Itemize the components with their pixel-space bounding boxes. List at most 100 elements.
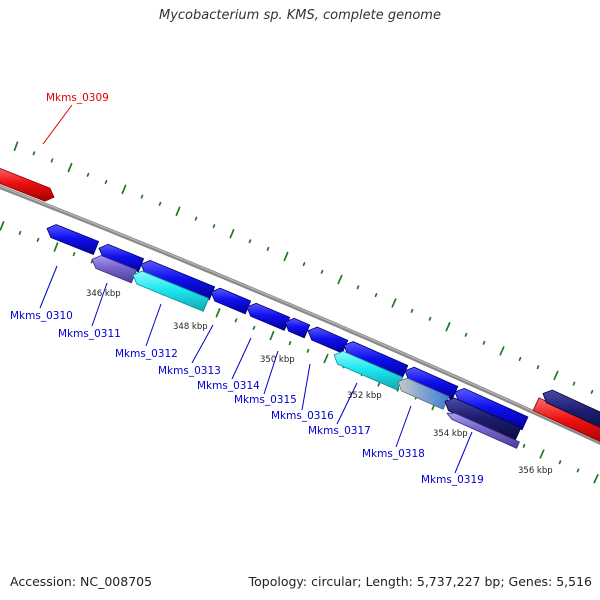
leader-line [263, 350, 279, 395]
scale-label: 352 kbp [347, 391, 382, 401]
tick-mark-inner [539, 449, 545, 459]
label-leader-lines [39, 104, 473, 474]
tick-mark-outer [140, 194, 144, 199]
gene-arrow-navy-edge [542, 389, 600, 428]
leader-line [395, 405, 412, 448]
scale-label: 354 kbp [433, 429, 468, 439]
tick-mark-outer [590, 389, 594, 394]
map-title: Mycobacterium sp. KMS, complete genome [159, 8, 441, 23]
leader-line [191, 324, 214, 364]
tick-mark-inner [215, 308, 221, 318]
gene-label: Mkms_0309 [46, 92, 109, 104]
gene-arrow-mkms-0309 [0, 168, 55, 202]
leader-line [231, 337, 252, 380]
leader-line [42, 104, 73, 145]
gene-features [0, 168, 600, 449]
tick-mark-outer [175, 206, 181, 217]
gene-label: Mkms_0314 [197, 380, 260, 392]
tick-mark-inner [36, 237, 40, 242]
tick-mark-outer [482, 340, 486, 345]
tick-mark-inner [252, 325, 256, 330]
gene-arrow-forward-next [532, 397, 600, 442]
tick-mark-outer [374, 293, 378, 298]
tick-mark-inner [288, 341, 292, 346]
tick-mark-outer [536, 365, 540, 370]
tick-mark-outer [158, 201, 162, 206]
scale-label: 348 kbp [173, 322, 208, 332]
tick-mark-inner [18, 230, 22, 235]
tick-mark-inner [522, 443, 526, 448]
tick-mark-inner [576, 468, 580, 473]
gene-label: Mkms_0311 [58, 328, 121, 340]
tick-mark-outer [121, 184, 127, 195]
tick-mark-inner [0, 221, 5, 231]
gene-arrow-navy [444, 397, 522, 442]
backbone-highlight [0, 185, 600, 443]
gene-arrow-mkms-0314 [246, 302, 291, 331]
tick-mark-outer [337, 274, 343, 285]
gene-arrow-cyan-a [132, 270, 210, 312]
gene-label: Mkms_0316 [271, 410, 334, 422]
tick-mark-inner [396, 387, 400, 392]
gene-arrow-slate-b [446, 412, 520, 449]
gene-label: Mkms_0318 [362, 448, 425, 460]
tick-mark-outer [356, 285, 360, 290]
gene-arrow-mkms-0310 [46, 224, 100, 256]
tick-mark-inner [323, 353, 329, 364]
genome-summary-text: Topology: circular; Length: 5,737,227 bp… [248, 574, 592, 589]
tick-mark-outer [104, 179, 108, 185]
tick-mark-outer [445, 322, 451, 332]
tick-mark-outer [13, 141, 19, 152]
leader-line [145, 303, 162, 347]
tick-mark-outer [302, 262, 306, 267]
gene-arrow-mkms-0316 [307, 326, 349, 354]
gene-label: Mkms_0313 [158, 365, 221, 377]
tick-mark-outer [248, 239, 252, 244]
genome-backbone [0, 184, 600, 445]
tick-mark-outer [518, 356, 522, 362]
tick-mark-outer [553, 370, 559, 381]
tick-mark-outer [499, 346, 505, 356]
gene-label: Mkms_0315 [234, 394, 297, 406]
leader-line [301, 363, 311, 411]
tick-mark-outer [86, 172, 90, 177]
tick-mark-inner [234, 318, 238, 323]
tick-mark-outer [464, 332, 468, 337]
scale-labels: 346 kbp 348 kbp 350 kbp 352 kbp 354 kbp 356 k… [86, 289, 553, 476]
gene-labels: Mkms_0309Mkms_0310Mkms_0311Mkms_0312Mkms… [10, 92, 484, 486]
gene-arrow-mkms-0313 [210, 287, 252, 315]
tick-mark-outer [32, 151, 36, 156]
tick-mark-outer [410, 308, 414, 313]
leader-line [39, 265, 58, 309]
gene-label: Mkms_0310 [10, 310, 73, 322]
scale-label: 356 kbp [518, 466, 553, 476]
leader-line [336, 382, 358, 425]
tick-mark-inner [593, 474, 599, 484]
leader-line [454, 431, 473, 474]
gene-label: Mkms_0317 [308, 425, 371, 437]
leader-line [91, 282, 108, 327]
tick-mark-outer [67, 162, 73, 173]
tick-mark-outer [194, 216, 198, 221]
tick-mark-outer [572, 381, 576, 386]
tick-mark-outer [50, 158, 54, 163]
tick-mark-inner [558, 460, 562, 465]
backbone-line [0, 184, 600, 445]
tick-mark-outer [283, 251, 289, 262]
tick-mark-inner [269, 330, 275, 341]
gene-label: Mkms_0312 [115, 348, 178, 360]
tick-mark-outer [212, 224, 216, 229]
tick-mark-inner [53, 242, 59, 252]
gene-label: Mkms_0319 [421, 474, 484, 486]
scale-label: 346 kbp [86, 289, 121, 299]
gene-arrow-mkms-0315 [284, 317, 311, 339]
tick-mark-outer [320, 269, 324, 274]
accession-text: Accession: NC_008705 [10, 574, 153, 589]
scale-label: 350 kbp [260, 355, 295, 365]
tick-mark-outer [229, 228, 235, 239]
tick-mark-outer [428, 316, 432, 321]
tick-mark-inner [72, 252, 76, 257]
tick-mark-inner [306, 348, 310, 353]
tick-mark-outer [266, 246, 270, 251]
